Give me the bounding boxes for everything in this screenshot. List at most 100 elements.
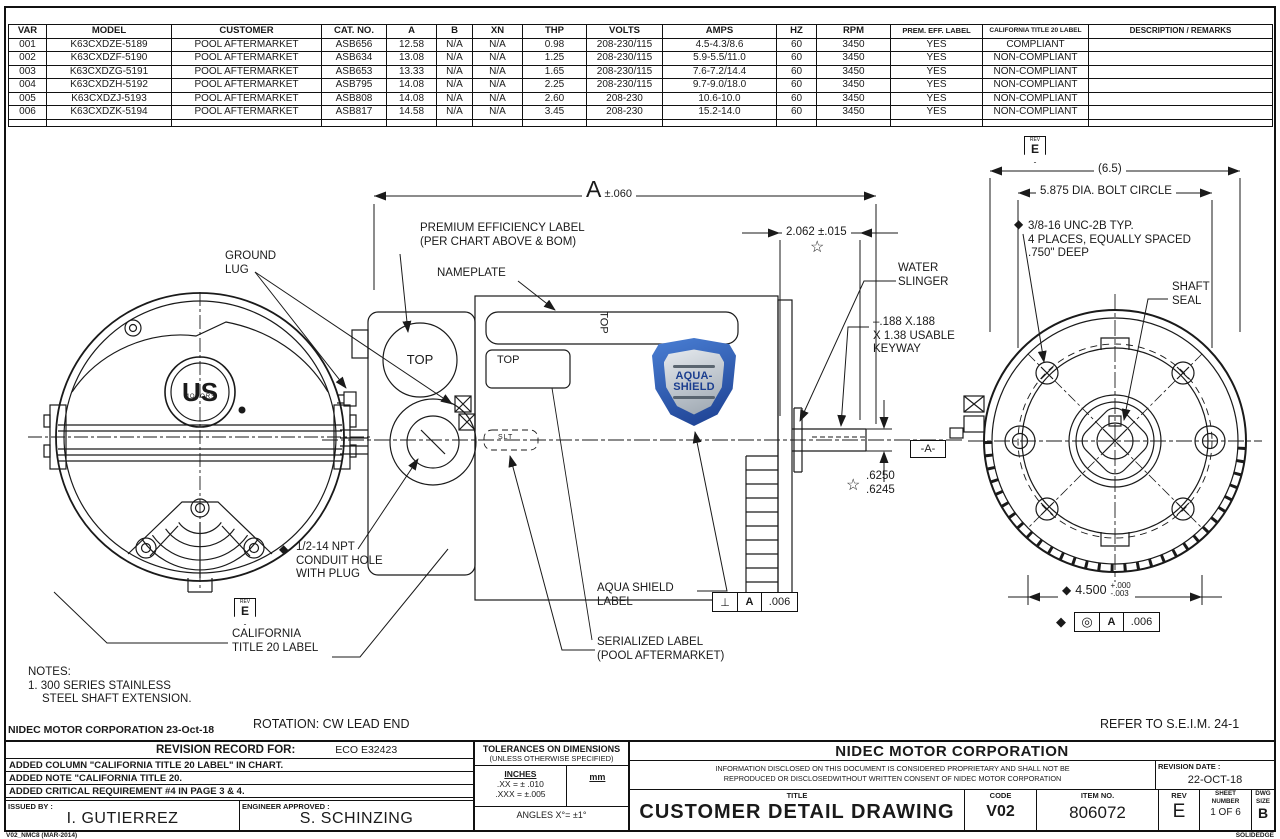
revision-eco-number: ECO E32423 (335, 744, 398, 756)
perpendicularity-icon: ⊥ (712, 592, 738, 612)
shield-microtext-bar (672, 395, 716, 399)
form-number: V02_NMC8 (MAR-2014) (6, 832, 78, 839)
callout-serialized-label: SERIALIZED LABEL(POOL AFTERMARKET) (597, 636, 725, 662)
dwg-size-cell: DWG SIZE B (1252, 790, 1274, 830)
column-header: DESCRIPTION / REMARKS (1088, 24, 1273, 39)
shield-microtext-bar (672, 364, 716, 368)
svg-text:MOTORS: MOTORS (184, 394, 216, 400)
issued-by-name: I. GUTIERREZ (66, 810, 179, 827)
left-end-view (28, 292, 372, 593)
column-header: CUSTOMER (171, 24, 322, 39)
dim-shaft-diameter: .6250.6245 (866, 470, 895, 496)
revision-date: 22-OCT-18 (1187, 774, 1243, 786)
star-icon: ☆ (810, 239, 825, 256)
column-header: B (436, 24, 473, 39)
revision-entry: ADDED COLUMN "CALIFORNIA TITLE 20 LABEL"… (6, 759, 473, 772)
refer-seim-note: REFER TO S.E.I.M. 24-1 (1100, 717, 1240, 731)
drawing-title: CUSTOMER DETAIL DRAWING (639, 801, 955, 823)
item-no-value: 806072 (1069, 803, 1126, 822)
dim-2062: 2.062 ±.015 (782, 226, 851, 240)
column-header: CALIFORNIA TITLE 20 LABEL (982, 24, 1089, 39)
column-header: PREM. EFF. LABEL (890, 24, 983, 39)
concentricity-icon: ◎ (1074, 612, 1100, 632)
column-header: MODEL (46, 24, 172, 39)
cad-system-note: SOLIDEDGE (1235, 832, 1274, 839)
corporation-date-note: NIDEC MOTOR CORPORATION 23-Oct-18 (8, 724, 215, 736)
item-no-cell: ITEM NO. 806072 (1037, 790, 1159, 830)
dwg-size-value: B (1257, 805, 1269, 822)
title-block: NIDEC MOTOR CORPORATION INFORMATION DISC… (630, 740, 1276, 832)
column-header: XN (472, 24, 523, 39)
engineer-name: S. SCHINZING (299, 810, 414, 827)
sheet-cell: SHEET NUMBER 1 OF 6 (1200, 790, 1252, 830)
rev-value: E (1172, 801, 1186, 822)
revision-entry: ADDED CRITICAL REQUIREMENT #4 IN PAGE 3 … (6, 785, 473, 798)
revision-record-block: REVISION RECORD FOR: ECO E32423 ADDED CO… (4, 740, 475, 832)
dim-4500: ◆ 4.500 +.000 -.003 (1058, 581, 1135, 599)
column-header: CAT. NO. (321, 24, 387, 39)
dim-overall-length: A ±.060 (582, 176, 636, 204)
slt-marking: SLT (498, 434, 514, 441)
top-marking-circle: TOP (406, 352, 434, 367)
column-header: HZ (776, 24, 817, 39)
revision-date-cell: REVISION DATE : 22-OCT-18 (1158, 762, 1243, 786)
column-header: RPM (816, 24, 891, 39)
table-row (8, 118, 1273, 127)
issued-by-cell: ISSUED BY : I. GUTIERREZ (6, 801, 240, 830)
diamond-icon: ◆ (1014, 217, 1024, 231)
revision-record-title: REVISION RECORD FOR: (156, 744, 296, 756)
code-cell: CODE V02 (965, 790, 1037, 830)
rev-cell: REV E (1159, 790, 1200, 830)
side-view (322, 295, 962, 641)
revision-entries: ADDED COLUMN "CALIFORNIA TITLE 20 LABEL"… (6, 759, 473, 798)
rotation-note: ROTATION: CW LEAD END (253, 717, 410, 731)
revision-entry: ADDED NOTE "CALIFORNIA TITLE 20. (6, 772, 473, 785)
dimension-lines (373, 166, 1241, 605)
column-header: VAR (8, 24, 47, 39)
diamond-icon: ◆ (1062, 583, 1072, 598)
top-marking-band: TOP (597, 311, 610, 334)
column-header: VOLTS (586, 24, 663, 39)
leader-lines (53, 233, 1168, 658)
callout-nameplate: NAMEPLATE (437, 267, 506, 279)
concentricity-frame: ◎ A .006 (1074, 612, 1160, 632)
signature-row: ISSUED BY : I. GUTIERREZ ENGINEER APPROV… (6, 800, 473, 830)
proprietary-notice: INFORMATION DISCLOSED ON THIS DOCUMENT I… (630, 761, 1156, 789)
drawing-title-cell: TITLE CUSTOMER DETAIL DRAWING (630, 790, 965, 830)
perpendicularity-frame: ⊥ A .006 (712, 592, 798, 612)
sheet-value: 1 OF 6 (1210, 807, 1241, 819)
company-name: NIDEC MOTOR CORPORATION (630, 742, 1274, 761)
dim-65: (6.5) (1094, 163, 1126, 177)
engineer-approved-cell: ENGINEER APPROVED : S. SCHINZING (240, 801, 473, 830)
star-icon: ☆ (846, 477, 861, 494)
column-header: AMPS (662, 24, 777, 39)
dim-bolt-circle: 5.875 DIA. BOLT CIRCLE (1036, 185, 1176, 199)
datum-a-box: -A- (910, 440, 946, 458)
top-marking-plate: TOP (497, 354, 520, 366)
column-header: THP (522, 24, 587, 39)
us-motors-logo: US MOTORS (182, 377, 218, 407)
right-end-view (949, 294, 1262, 588)
revision-record-header: REVISION RECORD FOR: ECO E32423 (6, 742, 473, 759)
svg-text:US: US (182, 377, 218, 407)
